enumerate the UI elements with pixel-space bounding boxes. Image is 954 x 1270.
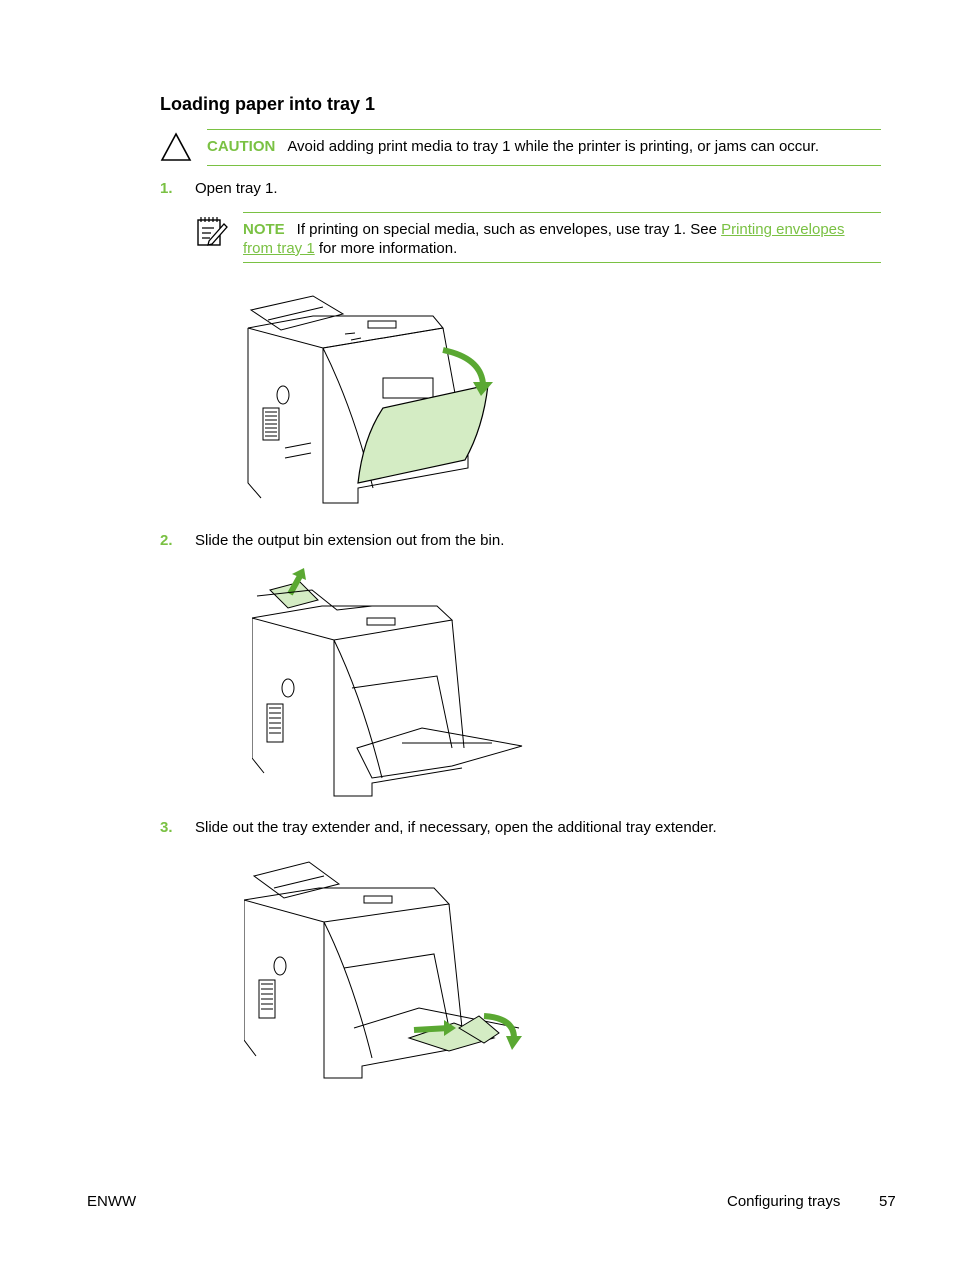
step-number: 2. [160, 532, 173, 549]
caution-label: CAUTION [207, 138, 276, 155]
note-text-after: for more information. [314, 240, 458, 257]
figure-open-tray-1 [247, 295, 493, 504]
hp-logo-icon [281, 678, 295, 698]
hp-logo-icon [273, 956, 287, 976]
note-text-before: If printing on special media, such as en… [296, 221, 722, 238]
page-number: 57 [879, 1193, 896, 1210]
footer-section: Configuring trays [727, 1193, 841, 1210]
step-text: Slide the output bin extension out from … [195, 532, 505, 549]
note-label: NOTE [243, 221, 285, 238]
caution-triangle-icon [160, 132, 192, 161]
step-number: 1. [160, 180, 173, 197]
caution-callout: CAUTION Avoid adding print media to tray … [207, 129, 881, 166]
printing-envelopes-link[interactable]: Printing envelopes [721, 221, 845, 238]
section-title: Loading paper into tray 1 [160, 94, 376, 114]
caution-text: Avoid adding print media to tray 1 while… [287, 138, 819, 155]
note-callout: NOTE If printing on special media, such a… [243, 212, 881, 263]
step-number: 3. [160, 819, 173, 836]
step-text: Slide out the tray extender and, if nece… [195, 819, 717, 836]
note-pad-icon [197, 217, 228, 246]
footer-left: ENWW [87, 1193, 137, 1210]
printing-envelopes-link-continued[interactable]: from tray 1 [243, 240, 315, 257]
step-text: Open tray 1. [195, 180, 278, 197]
figure-tray-extender [244, 861, 522, 1079]
hp-logo-icon [276, 385, 290, 405]
figure-output-bin-extension [252, 568, 523, 797]
